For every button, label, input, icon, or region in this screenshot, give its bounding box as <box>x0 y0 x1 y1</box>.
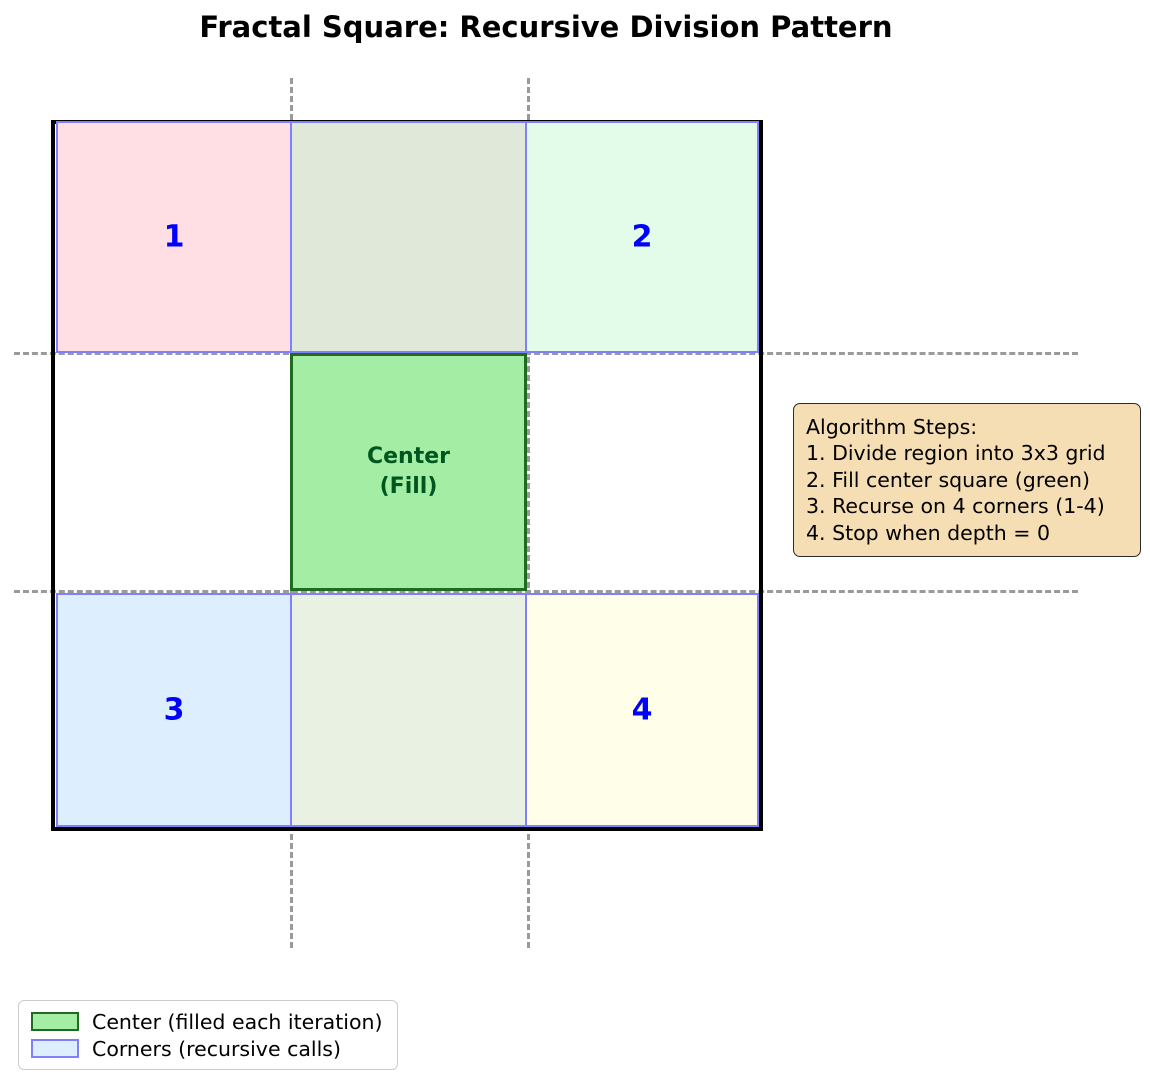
algorithm-steps-box: Algorithm Steps: 1. Divide region into 3… <box>793 403 1141 558</box>
cell-center[interactable]: Center (Fill) <box>290 353 527 591</box>
legend-item-corners[interactable]: Corners (recursive calls) <box>31 1035 387 1062</box>
legend-label-center: Center (filled each iteration) <box>92 1009 383 1034</box>
cell-top-left-label: 1 <box>163 219 185 255</box>
algorithm-steps-heading: Algorithm Steps: <box>806 415 978 439</box>
cell-top-center[interactable] <box>290 121 527 353</box>
algorithm-step-2: 2. Fill center square (green) <box>806 467 1091 492</box>
algorithm-step-3: 3. Recurse on 4 corners (1-4) <box>806 494 1105 519</box>
legend-swatch-corners-icon <box>31 1039 79 1058</box>
legend-label-corners: Corners (recursive calls) <box>92 1036 341 1061</box>
page-title: Fractal Square: Recursive Division Patte… <box>199 10 893 44</box>
cell-bottom-left[interactable]: 3 <box>56 593 292 827</box>
algorithm-step-1: 1. Divide region into 3x3 grid <box>806 441 1106 466</box>
cell-center-label-line2: (Fill) <box>379 474 438 499</box>
grid-guide-horizontal-top <box>14 352 1078 355</box>
cell-top-right-label: 2 <box>631 219 653 255</box>
cell-top-right[interactable]: 2 <box>525 121 759 353</box>
cell-center-label-line1: Center <box>366 443 450 469</box>
cell-top-left[interactable]: 1 <box>56 121 292 353</box>
cell-center-label: Center (Fill) <box>367 442 450 503</box>
cell-bottom-left-label: 3 <box>163 692 185 728</box>
cell-bottom-right-label: 4 <box>631 692 653 728</box>
legend: Center (filled each iteration) Corners (… <box>18 1000 398 1070</box>
grid-guide-vertical-right <box>527 78 530 948</box>
cell-bottom-center[interactable] <box>290 593 527 827</box>
cell-bottom-right[interactable]: 4 <box>525 593 759 827</box>
legend-swatch-center-icon <box>31 1012 79 1031</box>
algorithm-step-4: 4. Stop when depth = 0 <box>806 520 1050 545</box>
grid-guide-horizontal-bottom <box>14 590 1078 593</box>
legend-item-center[interactable]: Center (filled each iteration) <box>31 1008 387 1035</box>
